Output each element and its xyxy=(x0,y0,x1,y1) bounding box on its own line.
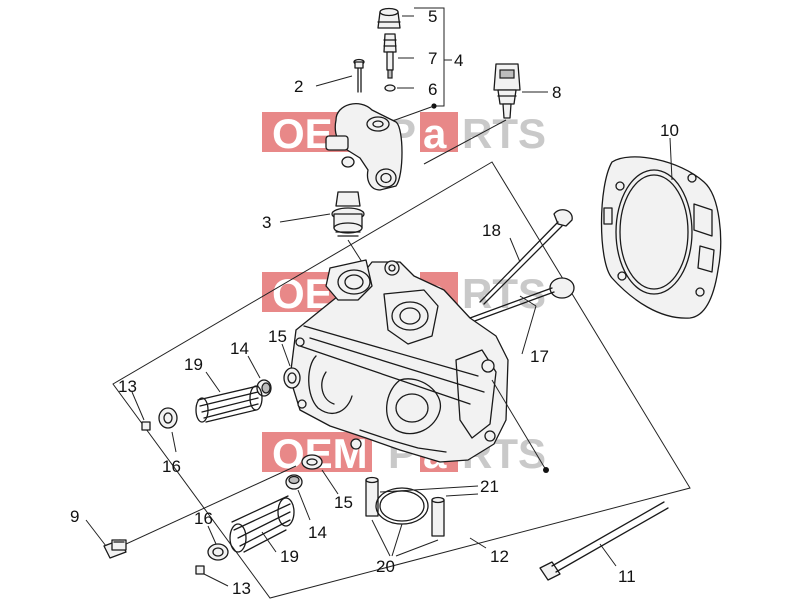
part-5-cap xyxy=(377,7,401,29)
callout-14-lower: 14 xyxy=(308,523,327,542)
part-8-temp-sensor xyxy=(493,63,521,119)
callout-2: 2 xyxy=(294,77,303,96)
leader-13-upper xyxy=(131,391,145,421)
leader-16-upper xyxy=(171,431,177,453)
leader-20a xyxy=(371,519,391,557)
part-16-cap-lower xyxy=(207,543,229,561)
part-9-plug xyxy=(103,539,127,559)
callout-8: 8 xyxy=(552,83,561,102)
thermostat-housing xyxy=(325,103,403,191)
part-15-seal-upper xyxy=(283,367,301,389)
part-15-seal-lower xyxy=(301,454,323,470)
part-18-valve xyxy=(479,209,573,305)
callout-15-upper: 15 xyxy=(268,327,287,346)
leader-2 xyxy=(315,75,353,87)
callout-9: 9 xyxy=(70,507,79,526)
callout-19-upper: 19 xyxy=(184,355,203,374)
leader-12 xyxy=(469,537,487,549)
cylinder-head-body xyxy=(289,259,509,463)
callout-19-lower: 19 xyxy=(280,547,299,566)
callout-17: 17 xyxy=(530,347,549,366)
group-4-bracket xyxy=(414,7,445,107)
leader-15-upper xyxy=(281,343,291,367)
assembly-frame xyxy=(112,161,691,599)
part-13-cotter-lower xyxy=(195,565,205,575)
callout-16-upper: 16 xyxy=(162,457,181,476)
leader-14-upper xyxy=(247,355,261,379)
leader-9-axis xyxy=(125,465,297,545)
part-7-sensor xyxy=(383,33,397,79)
part-6-washer xyxy=(384,84,396,92)
callout-20: 20 xyxy=(376,557,395,576)
callout-6: 6 xyxy=(428,80,437,99)
part-3-thermostat xyxy=(331,191,365,237)
part-14-retainer-lower xyxy=(285,474,303,490)
callout-3: 3 xyxy=(262,213,271,232)
part-19-spring-upper xyxy=(195,385,263,423)
leader-21 xyxy=(445,493,479,497)
leader-9 xyxy=(85,519,107,547)
leader-17 xyxy=(521,305,537,355)
leader-16-lower xyxy=(207,525,217,545)
leader-3-axis xyxy=(347,239,363,263)
part-17-valve xyxy=(469,277,575,323)
leader-18 xyxy=(509,237,521,263)
watermark-red-block-small xyxy=(420,112,458,152)
leader-20b xyxy=(395,539,439,557)
leader-14-lower xyxy=(297,489,311,521)
leader-10 xyxy=(669,137,673,181)
callout-12: 12 xyxy=(490,547,509,566)
part-13-cotter-upper xyxy=(141,421,151,431)
leader-3 xyxy=(279,213,331,223)
callout-18: 18 xyxy=(482,221,501,240)
part-2-bolt xyxy=(353,58,365,93)
callout-10: 10 xyxy=(660,121,679,140)
callout-13-lower: 13 xyxy=(232,579,251,598)
leader-11 xyxy=(599,543,617,567)
part-20-o-ring xyxy=(375,487,429,525)
reference-dot xyxy=(543,467,549,473)
part-14-retainer-upper xyxy=(256,379,272,397)
leader-19-upper xyxy=(205,371,221,393)
callout-4: 4 xyxy=(454,51,463,70)
callout-21: 21 xyxy=(480,477,499,496)
callout-13-upper: 13 xyxy=(118,377,137,396)
leader-19-lower xyxy=(261,531,277,553)
part-21-dowel-pins xyxy=(365,476,445,537)
part-11-long-bolt xyxy=(539,501,669,581)
part-10-head-gasket xyxy=(600,156,722,319)
part-19-spring-lower xyxy=(229,495,295,553)
leader-8-axis xyxy=(423,119,507,165)
callout-16-lower: 16 xyxy=(194,509,213,528)
leader-13-lower xyxy=(203,573,229,587)
watermark-a-text: a xyxy=(423,110,447,157)
callout-14-upper: 14 xyxy=(230,339,249,358)
callout-5: 5 xyxy=(428,7,437,26)
part-16-cap-upper xyxy=(158,407,178,429)
callout-7: 7 xyxy=(428,49,437,68)
callout-11: 11 xyxy=(618,567,636,586)
leader-17b xyxy=(519,295,537,307)
leader-20c xyxy=(391,523,403,557)
leader-15-lower xyxy=(321,469,339,495)
callout-15-lower: 15 xyxy=(334,493,353,512)
leader-dot-right xyxy=(491,379,547,471)
